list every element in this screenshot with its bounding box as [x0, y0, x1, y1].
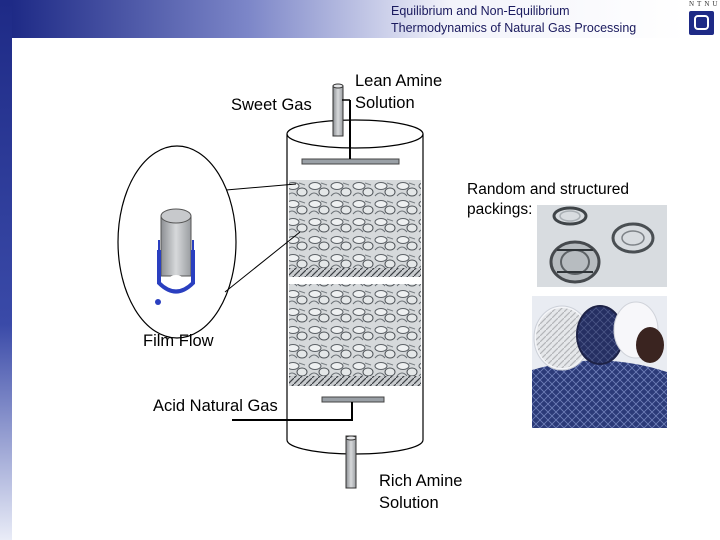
lean-amine-label: Lean Amine Solution [355, 72, 443, 112]
film-flow-label: Film Flow [143, 332, 214, 350]
logo-text: NTNU [689, 0, 720, 8]
structured-packing-icon [532, 296, 667, 428]
header-band [12, 0, 686, 38]
sweet-gas-pipe [332, 83, 344, 137]
sweet-gas-label: Sweet Gas [231, 96, 312, 114]
acid-gas-label: Acid Natural Gas [153, 397, 278, 415]
liquid-distributor [301, 158, 400, 165]
pall-ring-packing-icon [537, 205, 667, 287]
acid-gas-line [232, 402, 353, 421]
page-title: Equilibrium and Non-Equilibrium Thermody… [391, 4, 637, 35]
absorber-column [286, 119, 424, 455]
ntnu-logo [684, 0, 720, 38]
film-flow-callout [117, 145, 301, 339]
rich-amine-label: Rich Amine Solution [379, 472, 463, 512]
packed-bed-lower [289, 284, 421, 386]
rich-amine-pipe [345, 435, 357, 489]
packed-bed-upper [289, 180, 421, 277]
packings-label: Random and structured packings: [467, 181, 629, 218]
cylinder-film-icon [155, 208, 195, 305]
gas-distributor [321, 396, 385, 403]
sidebar-band [0, 0, 12, 540]
